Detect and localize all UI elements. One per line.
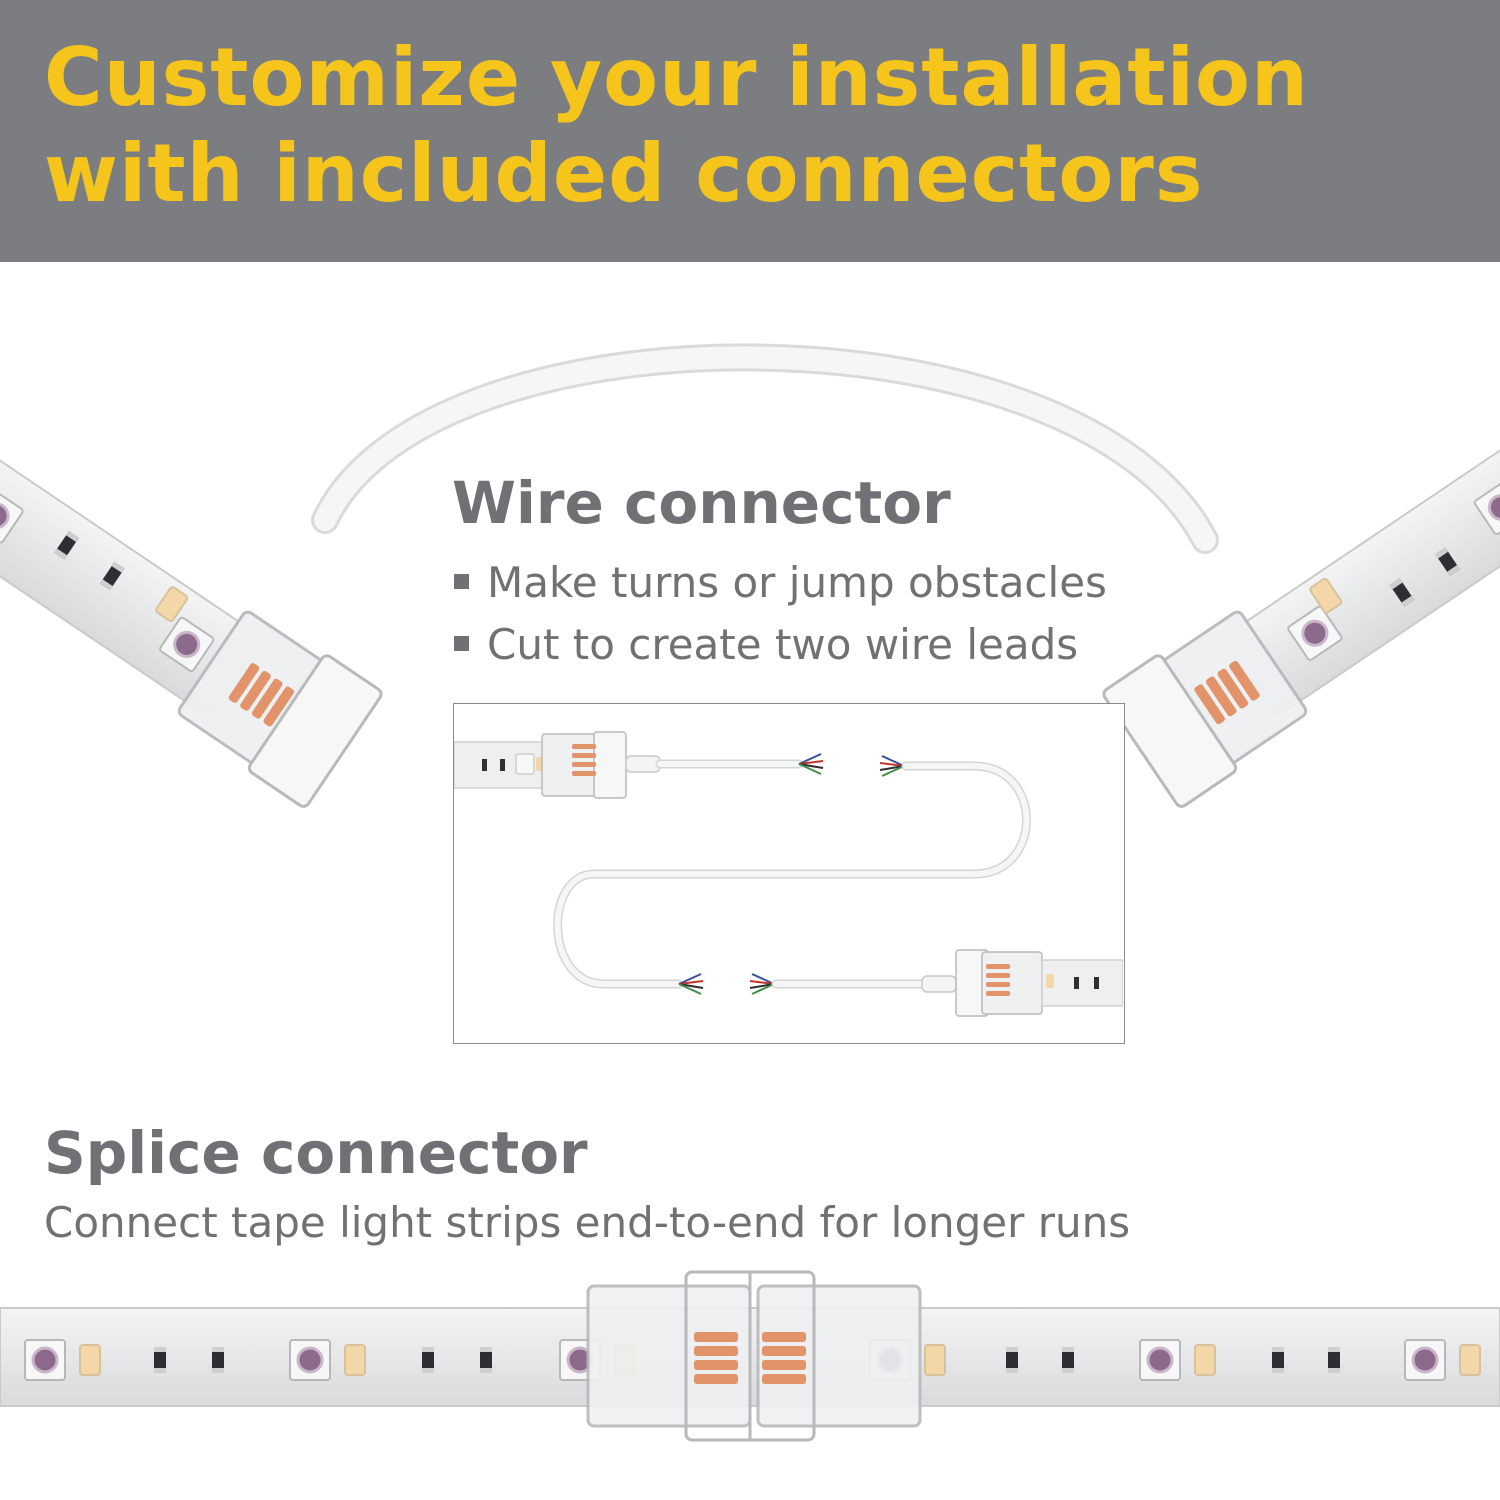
wire-bullet-leads: Cut to create two wire leads: [454, 624, 1078, 666]
bullet-square-icon: [454, 636, 469, 651]
wire-bullet-text: Make turns or jump obstacles: [487, 558, 1107, 607]
left-tape-strip: [0, 345, 383, 808]
wire-lead-diagram-art: [453, 731, 1124, 1017]
wire-bullet-text: Cut to create two wire leads: [487, 620, 1079, 669]
splice-connector-description: Connect tape light strips end-to-end for…: [44, 1198, 1131, 1247]
bullet-square-icon: [454, 574, 469, 589]
wire-bullet-turns: Make turns or jump obstacles: [454, 562, 1107, 604]
banner-title-line-1: Customize your installation: [44, 31, 1309, 124]
splice-tape-strip: [0, 1270, 1500, 1442]
banner-title-line-2: with included connectors: [44, 127, 1204, 220]
header-banner: Customize your installation with include…: [0, 0, 1500, 262]
wire-connector-title: Wire connector: [452, 469, 951, 537]
splice-connector-title: Splice connector: [44, 1119, 588, 1187]
right-tape-strip: [1102, 345, 1500, 808]
wire-lead-diagram: [453, 703, 1125, 1044]
